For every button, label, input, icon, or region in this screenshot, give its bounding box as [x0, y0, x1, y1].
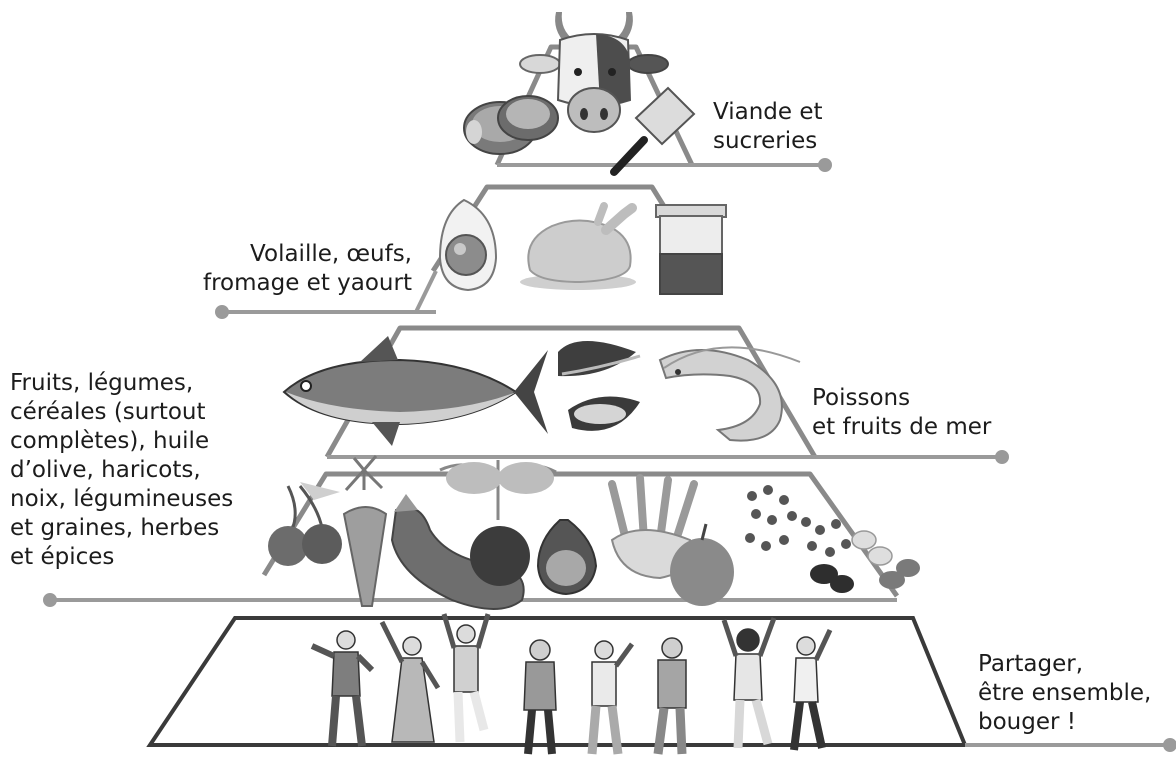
label-vegetal: Fruits, légumes, céréales (surtout compl…	[10, 369, 233, 572]
yogurt-jar-icon	[656, 205, 726, 294]
leader-dot-volaille	[217, 307, 227, 317]
cherries-icon	[268, 482, 342, 566]
meat-steak-icon	[464, 96, 558, 154]
mussels-icon	[558, 341, 640, 431]
dancing-people-icon	[312, 614, 830, 754]
egg-icon	[440, 200, 496, 290]
leader-line-volaille-connector	[416, 271, 436, 312]
tier-outline-partager	[150, 618, 965, 745]
leader-dot-partager	[1165, 740, 1175, 750]
leader-dot-poissons	[997, 452, 1007, 462]
label-poissons: Poissons et fruits de mer	[812, 384, 991, 442]
tuna-fish-icon	[284, 336, 548, 446]
leader-dot-viande	[820, 160, 830, 170]
label-viande: Viande et sucreries	[713, 98, 823, 156]
shrimp-icon	[660, 347, 800, 440]
beans-icon	[745, 485, 920, 593]
leader-dot-vegetal	[45, 595, 55, 605]
carrot-icon	[344, 456, 386, 606]
label-partager: Partager, être ensemble, bouger !	[978, 650, 1151, 737]
label-volaille: Volaille, œufs, fromage et yaourt	[160, 240, 412, 298]
fig-icon	[538, 520, 596, 594]
roast-chicken-icon	[520, 206, 636, 290]
